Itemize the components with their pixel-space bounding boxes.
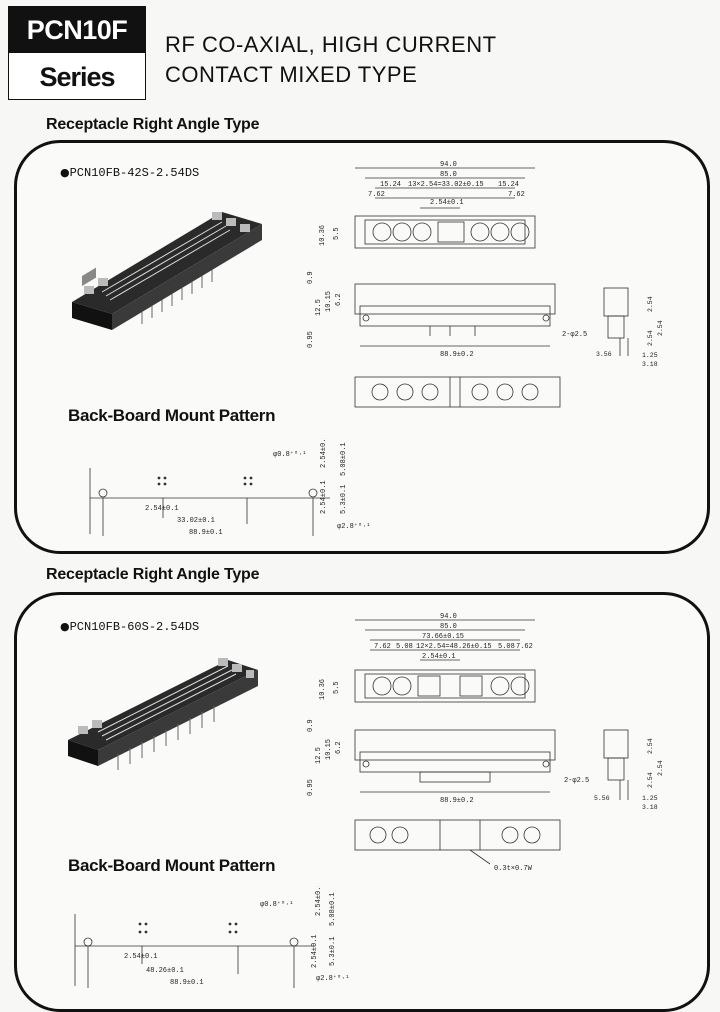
dim-top-h1: 10.36 <box>319 225 327 246</box>
dim-end-5: 3.18 <box>642 361 658 368</box>
series-code: PCN10F <box>9 7 145 53</box>
dim2-mount-2: 2.54±0.1 <box>315 886 323 916</box>
dim-mount-2: 2.54±0.1 <box>320 438 328 468</box>
dim-top-h2: 5.5 <box>333 227 341 240</box>
bottom-view-drawing-1 <box>354 376 561 408</box>
connector-photo-1 <box>72 212 262 330</box>
dim2-side-v1: 0.9 <box>307 719 315 732</box>
dim-mount-5: 5.3±0.1 <box>340 485 348 514</box>
page-title-line1: RF CO-AXIAL, HIGH CURRENT <box>165 32 497 57</box>
dim-top-8: 7.62 <box>508 191 525 199</box>
dim2-side-hole: 2-φ2.5 <box>564 777 589 785</box>
dim2-mount-8: 88.9±0.1 <box>170 979 204 987</box>
dim2-mount-4: 2.54±0.1 <box>311 934 319 968</box>
part-number-2: ●PCN10FB-60S-2.54DS <box>60 620 200 634</box>
side-view-drawing-2: 0.9 12.5 10.15 6.2 0.95 88.9±0.2 2-φ2.5 <box>307 719 589 805</box>
dim-mount-8: 88.9±0.1 <box>189 529 223 537</box>
dim-end-4: 1.25 <box>642 352 658 359</box>
section-heading-2: Receptacle Right Angle Type <box>46 566 260 583</box>
dim-side-v5: 0.95 <box>307 331 315 348</box>
mount-pattern-drawing-2: φ0.8⁺⁰·¹ 2.54±0.1 5.08±0.1 2.54±0.1 5.3±… <box>74 886 350 988</box>
section-heading-1: Receptacle Right Angle Type <box>46 116 260 133</box>
dim-top-4: 13×2.54=33.02±0.15 <box>408 181 484 189</box>
mount-heading-1: Back-Board Mount Pattern <box>68 406 276 425</box>
end-view-drawing-2: 2.54 2.54 2.54 1.25 3.18 5.56 <box>594 729 664 811</box>
dim-side-hole: 2-φ2.5 <box>562 331 587 339</box>
dim-mount-1: φ0.8⁺⁰·¹ <box>273 450 307 459</box>
dim-mount-3: 5.08±0.1 <box>340 442 348 476</box>
dim-top-2: 85.0 <box>440 171 457 179</box>
dim-side-v1: 0.9 <box>307 271 315 284</box>
dim2-top-5: 5.08 <box>396 643 413 651</box>
part-number-1: ●PCN10FB-42S-2.54DS <box>60 166 200 180</box>
dim-end-3: 2.54 <box>647 330 654 346</box>
dim2-side-base: 88.9±0.2 <box>440 797 474 805</box>
series-badge: PCN10F Series <box>8 6 146 100</box>
page-title-line2: CONTACT MIXED TYPE <box>165 62 418 87</box>
dim2-mount-1: φ0.8⁺⁰·¹ <box>260 900 294 909</box>
dim-end-6: 3.56 <box>596 351 612 358</box>
side-view-drawing-1: 0.9 12.5 10.15 6.2 0.95 88.9±0.2 2-φ2.5 <box>307 271 587 359</box>
dim-side-v4: 6.2 <box>335 293 343 306</box>
dim2-end-1: 2.54 <box>647 738 654 754</box>
dim2-top-4: 7.62 <box>374 643 391 651</box>
bottom-note-2: 0.3t×0.7W <box>494 865 533 873</box>
dim2-top-9: 2.54±0.1 <box>422 653 456 661</box>
dim2-top-8: 7.62 <box>516 643 533 651</box>
end-view-drawing-1: 2.54 2.54 2.54 1.25 3.18 3.56 <box>596 287 664 368</box>
bottom-view-drawing-2: 0.3t×0.7W <box>354 819 561 873</box>
dim-top-6: 7.62 <box>368 191 385 199</box>
dim2-side-v5: 0.95 <box>307 779 315 796</box>
dim2-top-7: 5.08 <box>498 643 515 651</box>
dim-side-v3: 10.15 <box>325 291 333 312</box>
dim2-side-v4: 6.2 <box>335 741 343 754</box>
dim2-end-6: 5.56 <box>594 795 610 802</box>
mount-heading-2: Back-Board Mount Pattern <box>68 856 276 875</box>
dim2-mount-6: 2.54±0.1 <box>124 953 158 961</box>
dim-mount-6: 2.54±0.1 <box>145 505 179 513</box>
dim-mount-9: φ2.8⁺⁰·¹ <box>337 522 371 531</box>
dim2-top-h2: 5.5 <box>333 681 341 694</box>
dim2-end-3: 2.54 <box>647 772 654 788</box>
dim-side-base: 88.9±0.2 <box>440 351 474 359</box>
dim2-top-1: 94.0 <box>440 613 457 621</box>
dim2-mount-7: 48.26±0.1 <box>146 967 184 975</box>
dim2-mount-3: 5.08±0.1 <box>329 892 337 926</box>
dim-top-1: 94.0 <box>440 161 457 169</box>
series-word: Series <box>39 61 115 92</box>
dim-end-2: 2.54 <box>657 320 664 336</box>
dim2-side-v2: 12.5 <box>315 747 323 764</box>
dim-mount-4: 2.54±0.1 <box>320 480 328 514</box>
dim-end-1: 2.54 <box>647 296 654 312</box>
dim-top-7: 2.54±0.1 <box>430 199 464 207</box>
section-panel-2 <box>14 592 710 1012</box>
connector-photo-2 <box>68 658 258 770</box>
dim-mount-7: 33.02±0.1 <box>177 517 215 525</box>
dim2-top-h1: 10.36 <box>319 679 327 700</box>
dim-side-v2: 12.5 <box>315 299 323 316</box>
dim2-end-5: 3.18 <box>642 804 658 811</box>
dim2-mount-9: φ2.8⁺⁰·¹ <box>316 974 350 983</box>
top-view-drawing-2: 94.0 85.0 73.66±0.15 7.62 5.08 12×2.54=4… <box>319 613 536 703</box>
dim2-end-2: 2.54 <box>657 760 664 776</box>
dim2-mount-5: 5.3±0.1 <box>329 937 337 966</box>
mount-pattern-drawing-1: φ0.8⁺⁰·¹ 2.54±0.1 5.08±0.1 2.54±0.1 5.3±… <box>89 438 371 537</box>
dim2-top-3: 73.66±0.15 <box>422 633 464 641</box>
section-panel-1 <box>14 140 710 554</box>
dim2-top-2: 85.0 <box>440 623 457 631</box>
dim2-end-4: 1.25 <box>642 795 658 802</box>
dim2-top-6: 12×2.54=48.26±0.15 <box>416 643 492 651</box>
dim-top-5: 15.24 <box>498 181 519 189</box>
top-view-drawing-1: 94.0 85.0 15.24 13×2.54=33.02±0.15 15.24… <box>319 161 536 249</box>
dim2-side-v3: 10.15 <box>325 739 333 760</box>
dim-top-3: 15.24 <box>380 181 401 189</box>
